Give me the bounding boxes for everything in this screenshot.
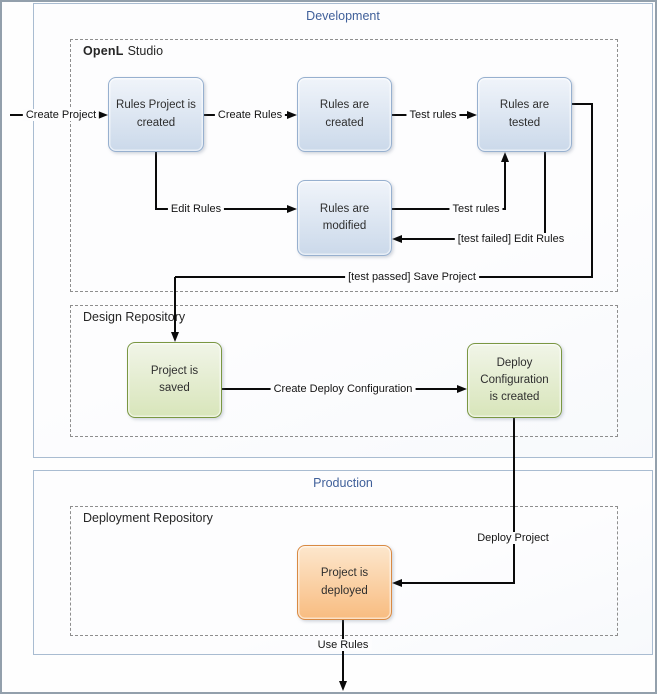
node-rules-created: Rules are created xyxy=(297,77,392,152)
connector-save-project-into-repo xyxy=(174,277,176,334)
node-rules-tested: Rules are tested xyxy=(477,77,572,152)
edge-label-edit-rules: Edit Rules xyxy=(167,203,225,215)
connector-save-project-down xyxy=(591,103,593,278)
edge-label-create-project: Create Project xyxy=(22,109,100,121)
node-rules-project-created: Rules Project is created xyxy=(108,77,204,152)
connector-test-rules-mid xyxy=(392,208,506,210)
deployment-repository-group: Deployment Repository xyxy=(70,506,618,636)
edge-label-test-rules-mid: Test rules xyxy=(449,203,503,215)
edge-label-test-rules-top: Test rules xyxy=(406,109,460,121)
edge-label-test-failed-edit-rules: [test failed] Edit Rules xyxy=(454,233,568,245)
arrowhead-create-deploy-config xyxy=(457,384,467,393)
arrowhead-test-rules-mid xyxy=(500,152,509,162)
connector-test-rules-up xyxy=(504,161,506,210)
connector-save-project-out xyxy=(572,103,593,105)
arrowhead-test-rules-top xyxy=(467,110,477,119)
edge-label-create-rules: Create Rules xyxy=(214,109,286,121)
arrowhead-edit-rules xyxy=(287,204,297,213)
edge-label-create-deploy-configuration: Create Deploy Configuration xyxy=(270,383,416,395)
connector-use-rules xyxy=(342,620,344,682)
openl-studio-text: Studio xyxy=(127,44,164,58)
edge-label-use-rules: Use Rules xyxy=(314,639,372,651)
arrowhead-deploy-project xyxy=(392,578,402,587)
connector-deploy-project xyxy=(401,582,515,584)
node-deploy-configuration-created: Deploy Configuration is created xyxy=(467,343,562,418)
arrowhead-create-project xyxy=(98,110,108,119)
node-project-deployed: Project is deployed xyxy=(297,545,392,620)
production-title: Production xyxy=(313,476,373,490)
edge-label-deploy-project: Deploy Project xyxy=(474,532,552,544)
deployment-repository-label: Deployment Repository xyxy=(80,511,216,525)
edge-label-test-passed-save-project: [test passed] Save Project xyxy=(345,271,479,283)
node-rules-modified: Rules are modified xyxy=(297,180,392,256)
arrowhead-test-failed xyxy=(392,234,402,243)
design-repository-label: Design Repository xyxy=(80,310,189,324)
connector-deploy-project-down xyxy=(513,418,515,584)
development-title: Development xyxy=(306,9,380,23)
connector-test-failed-down xyxy=(544,152,546,240)
arrowhead-save-project xyxy=(170,332,179,342)
openl-brand-text: OpenL xyxy=(83,44,124,58)
node-project-saved: Project is saved xyxy=(127,342,222,418)
connector-edit-rules-down xyxy=(155,152,157,210)
arrowhead-use-rules xyxy=(338,681,347,691)
arrowhead-create-rules xyxy=(287,110,297,119)
design-repository-group: Design Repository xyxy=(70,305,618,437)
